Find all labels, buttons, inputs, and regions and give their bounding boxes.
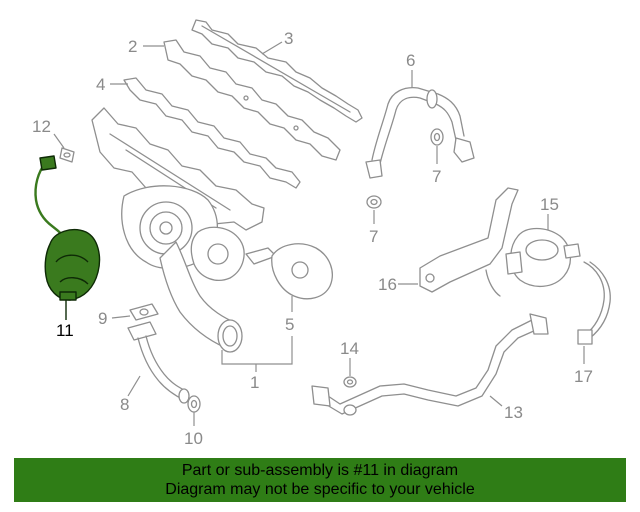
part-3-gasket[interactable] [191, 19, 363, 123]
callout-6[interactable]: 6 [406, 51, 415, 70]
callout-7a[interactable]: 7 [432, 167, 441, 186]
banner-line-2: Diagram may not be specific to your vehi… [165, 481, 475, 498]
part-9-gasket[interactable] [129, 303, 159, 321]
callout-16[interactable]: 16 [378, 275, 397, 294]
callout-2[interactable]: 2 [128, 37, 137, 56]
callout-14[interactable]: 14 [340, 339, 359, 358]
callout-5[interactable]: 5 [285, 315, 294, 334]
callout-9[interactable]: 9 [98, 309, 107, 328]
callout-4[interactable]: 4 [96, 75, 105, 94]
callout-7b[interactable]: 7 [369, 227, 378, 246]
turbocharger-assembly[interactable] [91, 107, 265, 353]
callout-13[interactable]: 13 [504, 403, 523, 422]
leader-1 [221, 336, 293, 365]
part-13-coolant-line[interactable] [311, 313, 549, 416]
callout-11[interactable]: 11 [56, 321, 74, 340]
callout-3[interactable]: 3 [284, 29, 293, 48]
leader-3 [261, 41, 283, 55]
part-12-fitting[interactable] [59, 147, 75, 163]
part-6-coolant-pipe[interactable] [365, 86, 475, 179]
part-7-washer-a[interactable] [430, 128, 444, 146]
part-17-hose[interactable] [577, 261, 611, 345]
part-4-gasket[interactable] [123, 77, 301, 189]
part-16-bracket[interactable] [419, 187, 519, 297]
part-8-oil-pipe[interactable] [127, 321, 190, 404]
parts-diagram: 3 2 4 1 5 [32, 19, 611, 448]
leader-9 [111, 315, 131, 319]
part-11-oil-line-highlighted[interactable] [34, 155, 101, 301]
callout-15[interactable]: 15 [540, 195, 559, 214]
callout-17[interactable]: 17 [574, 367, 593, 386]
callout-1[interactable]: 1 [250, 373, 259, 392]
info-banner: Part or sub-assembly is #11 in diagram D… [14, 458, 626, 502]
part-15-water-pump[interactable] [505, 227, 581, 287]
leader-8 [127, 375, 141, 397]
part-7-washer-b[interactable] [366, 195, 382, 209]
leader-12 [53, 133, 65, 149]
leader-13 [489, 395, 503, 407]
part-10-washer[interactable] [187, 395, 201, 413]
part-5-actuator[interactable] [245, 243, 333, 300]
banner-line-1: Part or sub-assembly is #11 in diagram [181, 462, 459, 479]
callout-8[interactable]: 8 [120, 395, 129, 414]
callout-10[interactable]: 10 [184, 429, 203, 448]
part-14-washer[interactable] [343, 376, 357, 388]
part-2-heat-shield[interactable] [163, 39, 341, 161]
callout-12[interactable]: 12 [32, 117, 51, 136]
